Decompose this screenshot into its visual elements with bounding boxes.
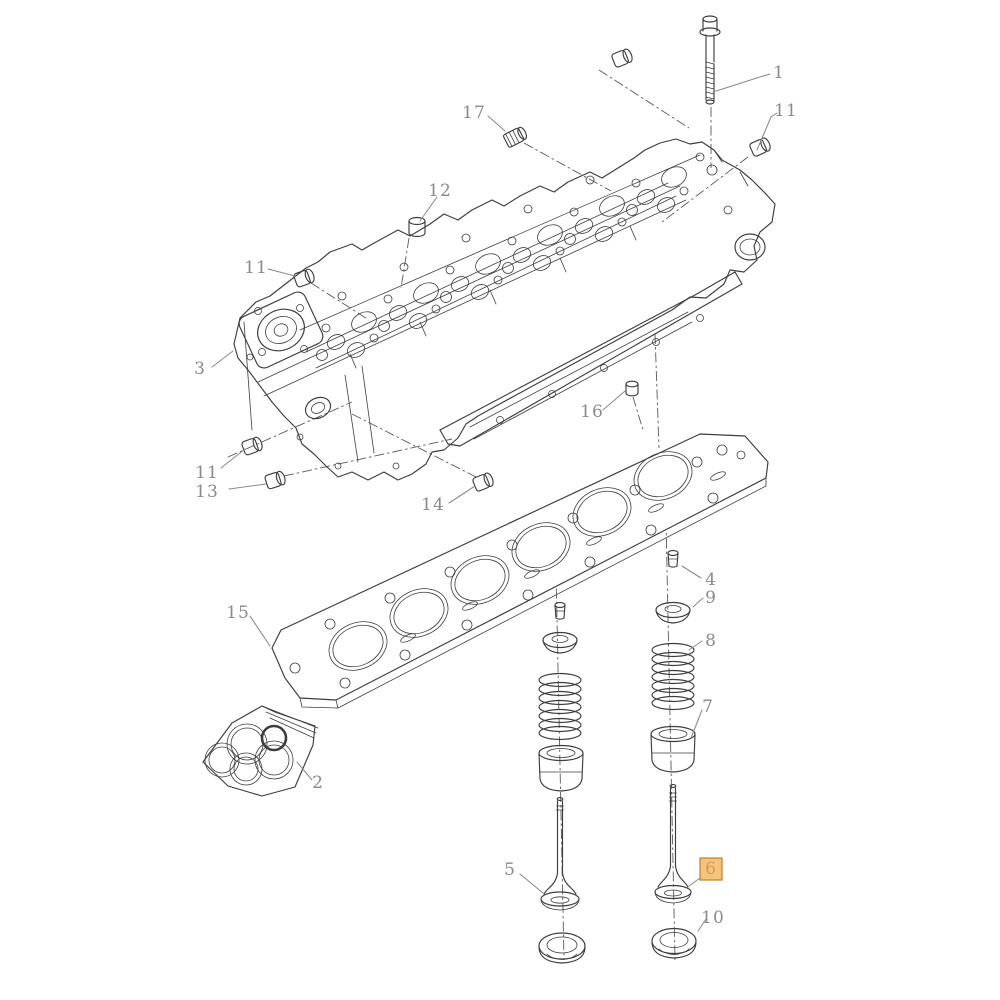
valve-seat-ring-left — [538, 932, 586, 964]
valve-stem-seal — [650, 725, 696, 773]
callout-11-4[interactable]: 11 — [244, 258, 268, 278]
leader-lines — [211, 73, 778, 932]
plug-bottom — [472, 472, 494, 492]
callout-11-7[interactable]: 11 — [195, 463, 219, 483]
valve-seat-ring — [651, 927, 697, 959]
callout-7-14[interactable]: 7 — [702, 697, 714, 717]
valve-stem-seal-left — [538, 744, 584, 792]
valve-spring — [651, 642, 695, 711]
valve-train-left — [538, 601, 586, 964]
callout-8-13[interactable]: 8 — [705, 631, 717, 651]
cylinder-head-drawing — [233, 138, 776, 481]
callout-5-16[interactable]: 5 — [504, 860, 516, 880]
callout-15-10[interactable]: 15 — [226, 603, 250, 623]
valve-clusters — [321, 166, 689, 358]
cup-plug-upper-left — [293, 268, 315, 288]
small-plugs — [241, 48, 771, 492]
callout-14-9[interactable]: 14 — [421, 495, 445, 515]
cup-plug-top-right — [749, 137, 771, 157]
cap-plug — [408, 216, 426, 238]
callout-4-11[interactable]: 4 — [705, 570, 717, 590]
gasket-holes — [289, 444, 746, 689]
cylinder-bores — [328, 451, 693, 671]
callout-3-5[interactable]: 3 — [194, 359, 206, 379]
valve-keeper-left — [554, 601, 566, 620]
callout-17-2[interactable]: 17 — [462, 103, 486, 123]
valve-spring-retainer — [655, 601, 691, 624]
callout-6-17[interactable]: 6 — [705, 859, 717, 879]
left-end-boss — [238, 291, 324, 369]
callout-1-0[interactable]: 1 — [773, 63, 785, 83]
exhaust-valve — [654, 784, 692, 904]
cup-plug-lower-left — [241, 436, 263, 456]
valve-spring-left — [538, 672, 582, 741]
valve-spring-retainer-left — [542, 631, 578, 654]
seal-kit-drawing — [202, 705, 319, 797]
head-bolt-drawing — [699, 15, 721, 105]
callout-11-1[interactable]: 11 — [774, 101, 798, 121]
right-end-bracket — [713, 149, 766, 261]
threaded-plug — [503, 126, 527, 148]
callout-13-8[interactable]: 13 — [195, 482, 219, 502]
callout-12-3[interactable]: 12 — [428, 181, 452, 201]
bolt-threads — [705, 61, 715, 102]
callout-9-12[interactable]: 9 — [705, 588, 717, 608]
plug-lower-left — [264, 470, 286, 490]
head-gasket-drawing — [271, 433, 769, 709]
intake-valve — [540, 797, 580, 911]
o-rings — [204, 723, 294, 786]
valve-keeper — [667, 549, 679, 568]
highlight-box-part-6[interactable] — [699, 857, 723, 881]
callout-2-15[interactable]: 2 — [312, 773, 324, 793]
left-front-block — [243, 321, 400, 470]
bolt-bosses — [316, 152, 733, 361]
cup-plug-top-right2 — [611, 48, 633, 68]
callout-10-18[interactable]: 10 — [701, 908, 725, 928]
lower-rail — [439, 271, 743, 447]
dowel — [625, 380, 639, 397]
callout-16-6[interactable]: 16 — [580, 402, 604, 422]
valve-train-right — [650, 549, 697, 959]
